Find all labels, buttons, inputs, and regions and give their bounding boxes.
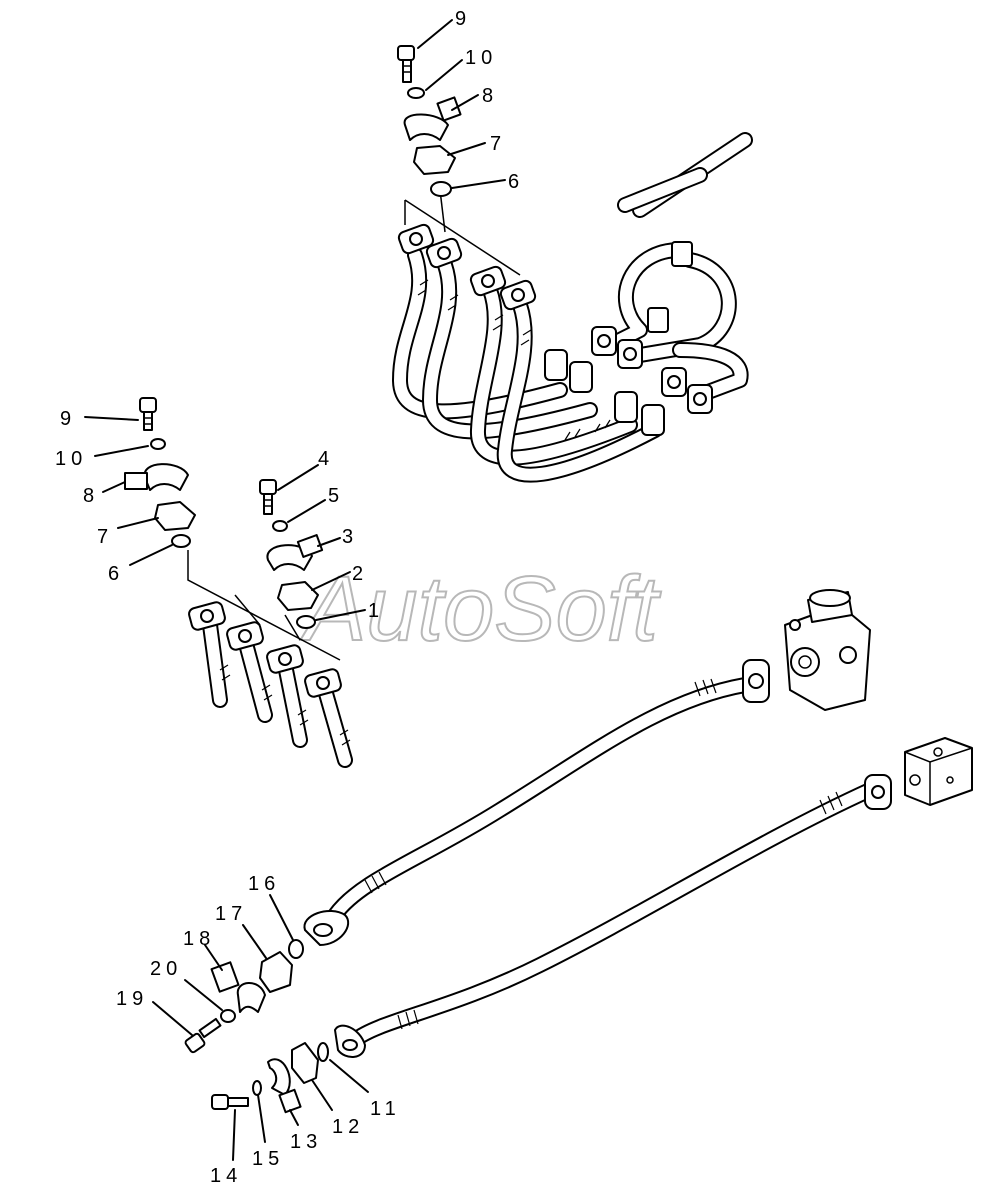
oring-11 bbox=[317, 1042, 329, 1062]
callout-mid-1: 1 bbox=[368, 600, 384, 622]
left-clamp-8 bbox=[124, 463, 189, 491]
callout-bot-20: 20 bbox=[150, 958, 182, 980]
mid-washer-5 bbox=[272, 520, 288, 532]
callout-mid-5: 5 bbox=[328, 485, 344, 507]
top-flange-7 bbox=[413, 145, 456, 175]
bottom-lower-fastener-stack bbox=[211, 1042, 329, 1114]
mid-clamp-3 bbox=[266, 534, 324, 571]
washer-20 bbox=[220, 1009, 236, 1023]
callout-bot-11: 11 bbox=[370, 1098, 401, 1120]
top-oring-6 bbox=[430, 181, 452, 197]
callout-top-10: 10 bbox=[465, 47, 497, 69]
callout-mid-3: 3 bbox=[342, 526, 358, 548]
left-hose-assembly bbox=[187, 550, 353, 768]
callout-top-7: 7 bbox=[490, 133, 506, 155]
long-hose-lower bbox=[334, 774, 892, 1058]
callout-bot-12: 12 bbox=[332, 1116, 364, 1138]
callout-top-8: 8 bbox=[482, 85, 498, 107]
top-washer-10 bbox=[407, 87, 425, 99]
callout-left-9: 9 bbox=[60, 408, 76, 430]
top-fastener-stack bbox=[397, 45, 462, 197]
callout-bot-17: 17 bbox=[215, 903, 247, 925]
callout-left-6: 6 bbox=[108, 563, 124, 585]
callout-bot-16: 16 bbox=[248, 873, 280, 895]
left-washer-10 bbox=[150, 438, 166, 450]
mid-leaders bbox=[277, 464, 366, 621]
mid-oring-1 bbox=[296, 615, 316, 629]
callout-top-9: 9 bbox=[455, 8, 471, 30]
left-fastener-stack bbox=[124, 397, 196, 548]
top-clamp-8 bbox=[403, 96, 462, 141]
top-bolt-9 bbox=[397, 45, 415, 83]
callout-bot-15: 15 bbox=[252, 1148, 284, 1170]
callout-mid-4: 4 bbox=[318, 448, 334, 470]
mid-flange-2 bbox=[277, 581, 319, 611]
callout-top-6: 6 bbox=[508, 171, 524, 193]
flange-17 bbox=[259, 951, 293, 993]
valve-block bbox=[904, 737, 973, 806]
callout-left-10: 10 bbox=[55, 448, 87, 470]
callout-bot-18: 18 bbox=[183, 928, 215, 950]
mid-bolt-4 bbox=[259, 479, 277, 515]
clamp-13 bbox=[267, 1058, 302, 1114]
left-oring-6 bbox=[171, 534, 191, 548]
left-bolt-9 bbox=[139, 397, 157, 431]
callout-left-8: 8 bbox=[83, 485, 99, 507]
long-hose-upper bbox=[303, 659, 770, 946]
watermark: AutoSoft bbox=[300, 558, 661, 660]
valve-body bbox=[784, 589, 871, 711]
callout-left-7: 7 bbox=[97, 526, 113, 548]
left-flange-7 bbox=[154, 501, 196, 531]
top-leaders bbox=[417, 19, 506, 189]
flange-12 bbox=[291, 1042, 319, 1084]
bolt-14 bbox=[211, 1094, 249, 1110]
mid-fastener-stack bbox=[259, 479, 324, 629]
top-hose-assembly bbox=[392, 132, 753, 483]
callout-mid-2: 2 bbox=[352, 563, 368, 585]
bolt-19 bbox=[184, 1017, 222, 1054]
oring-16 bbox=[288, 939, 304, 959]
bottom-upper-leaders bbox=[152, 894, 294, 1036]
callout-bot-13: 13 bbox=[290, 1131, 322, 1153]
bottom-upper-fastener-stack bbox=[184, 939, 304, 1054]
clamp-18 bbox=[210, 961, 266, 1013]
callout-bot-14: 14 bbox=[210, 1165, 242, 1187]
left-leaders bbox=[84, 416, 173, 566]
bottom-lower-leaders bbox=[232, 1059, 369, 1161]
callout-bot-19: 19 bbox=[116, 988, 148, 1010]
washer-15 bbox=[252, 1080, 262, 1096]
